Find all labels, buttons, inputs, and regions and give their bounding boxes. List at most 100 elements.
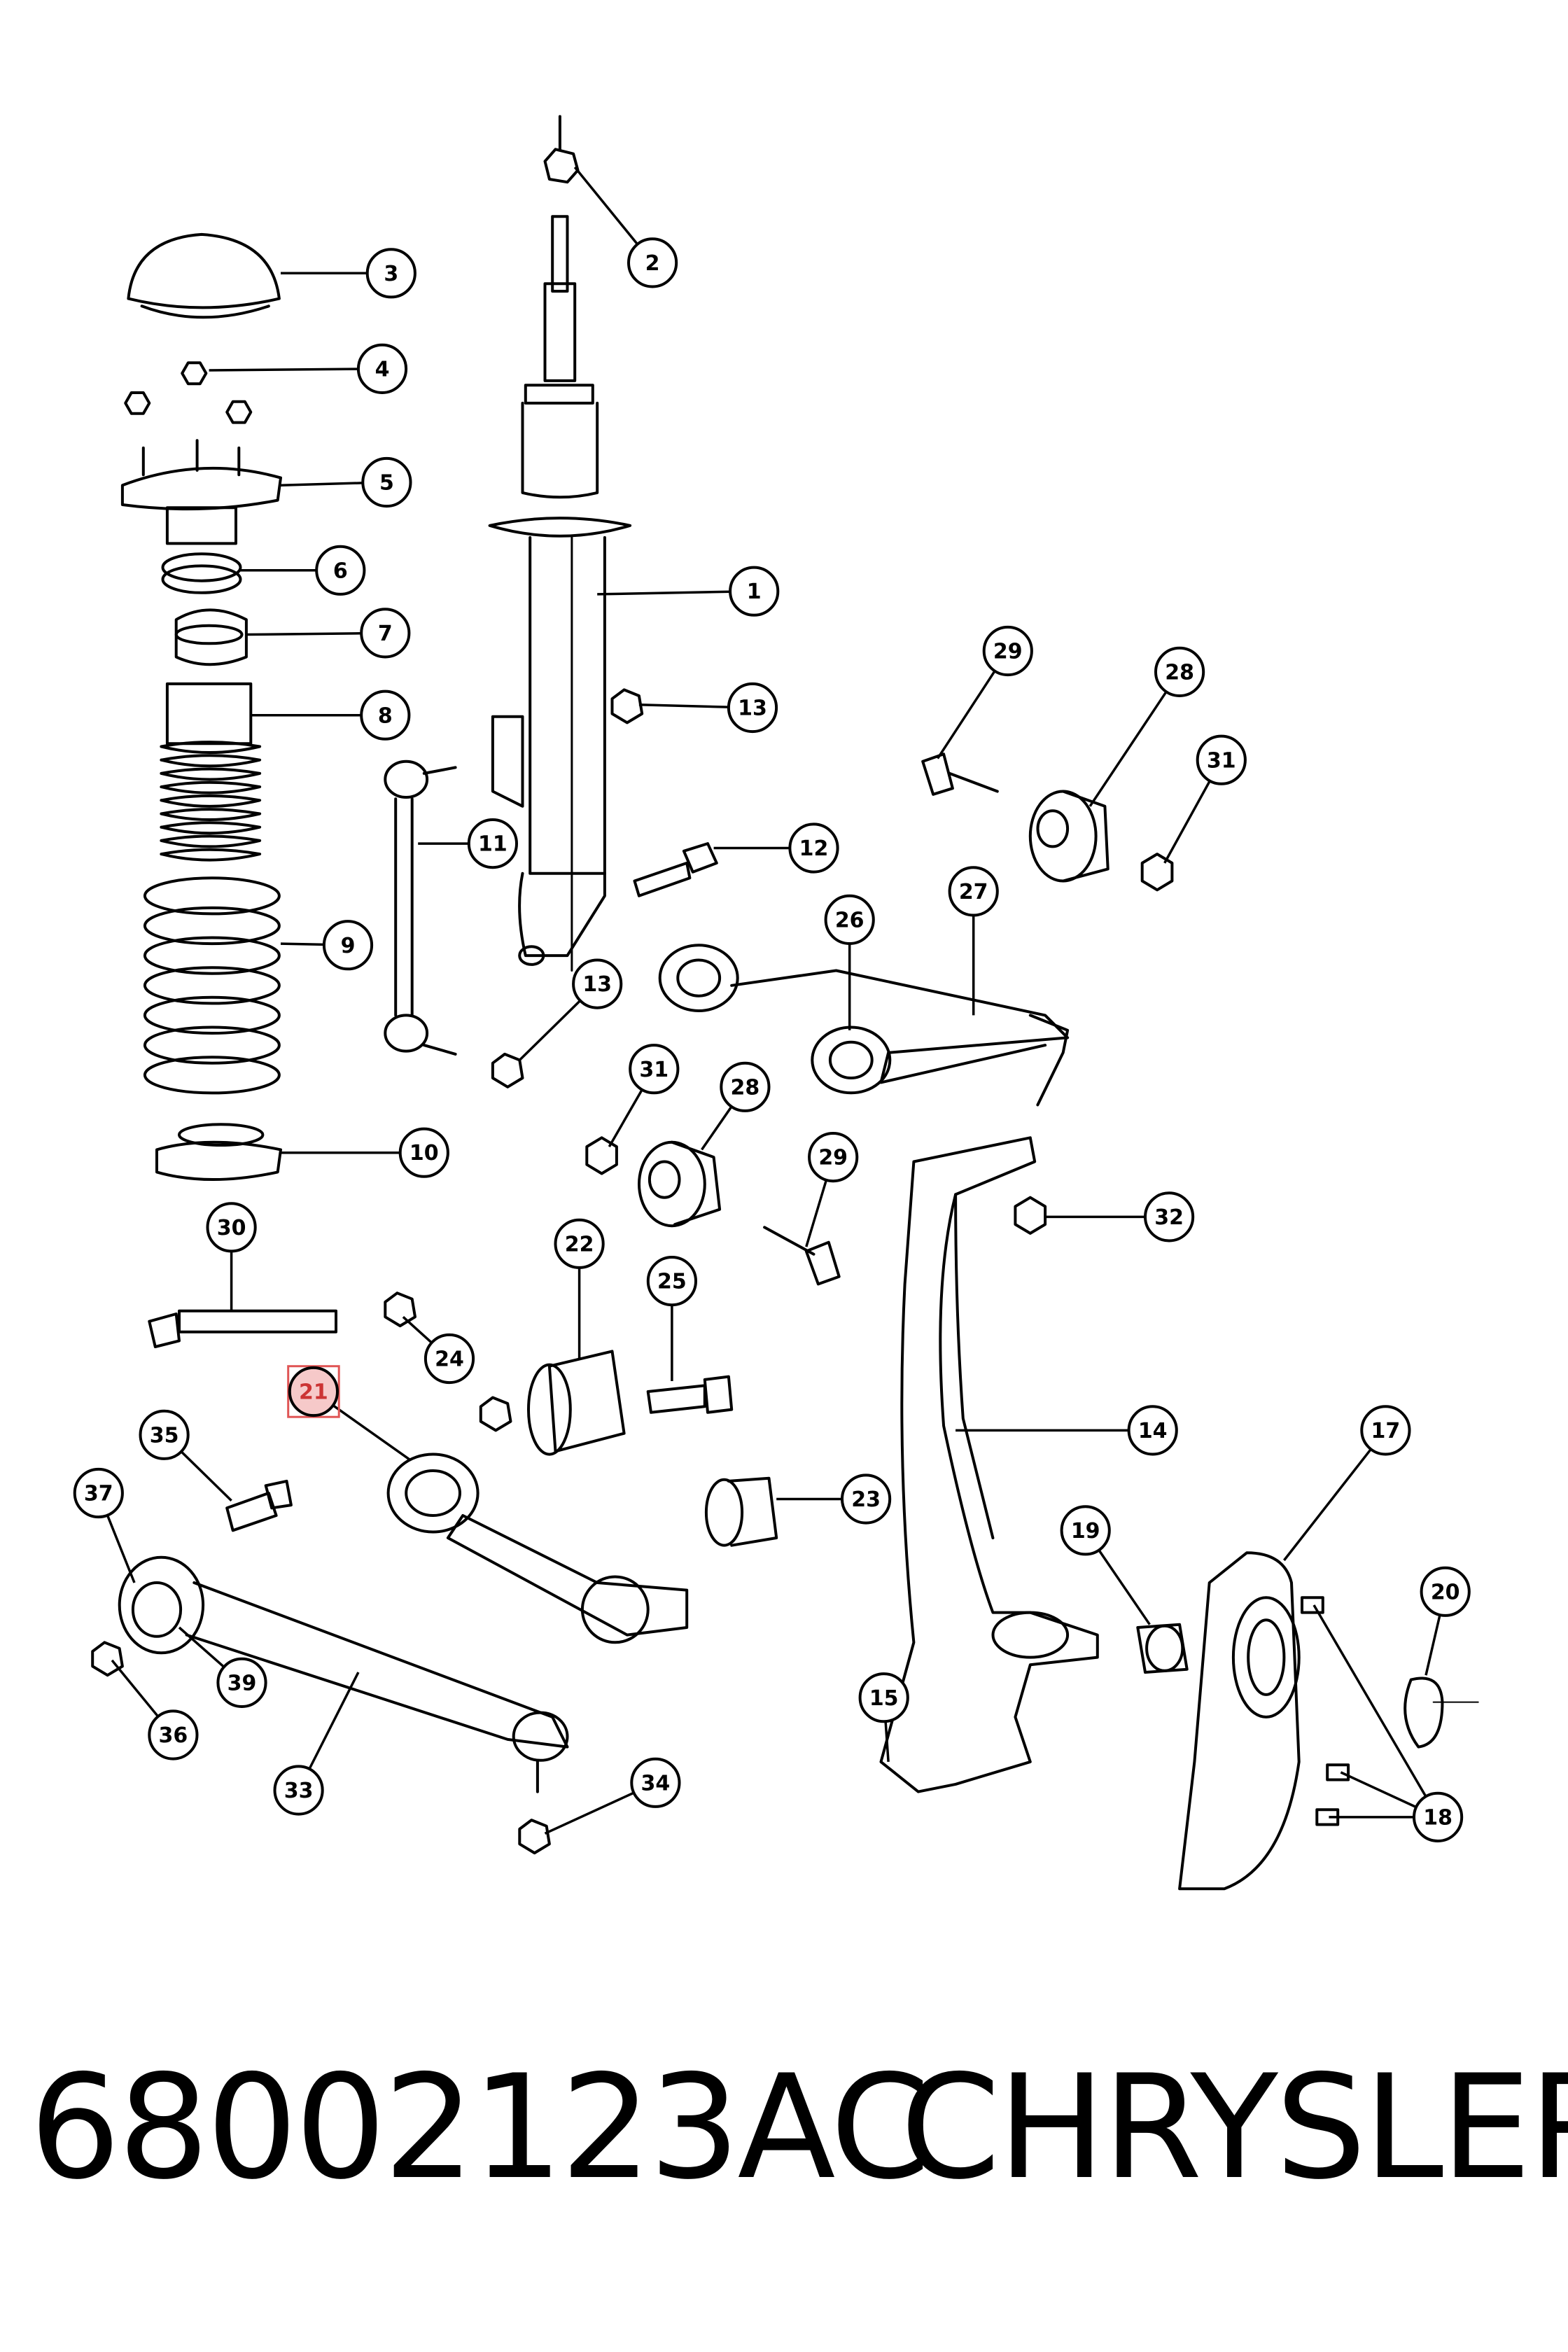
callout-circle xyxy=(788,822,839,874)
callout-circle xyxy=(841,1474,892,1525)
leader-c31b xyxy=(608,1088,643,1147)
leader-c39 xyxy=(178,1626,225,1668)
callout-35: 35 xyxy=(139,1409,190,1460)
callout-label: 34 xyxy=(641,1771,671,1795)
callout-24: 24 xyxy=(424,1333,475,1385)
leader-c7 xyxy=(246,632,362,636)
nut-13b xyxy=(491,1052,524,1088)
callout-33: 33 xyxy=(273,1765,324,1816)
callout-label: 26 xyxy=(835,909,864,933)
callout-label: 13 xyxy=(738,696,767,721)
callout-31: 31 xyxy=(1196,734,1247,785)
callout-label: 7 xyxy=(378,622,393,646)
leader-c13a xyxy=(638,704,729,708)
callout-circle xyxy=(727,682,778,734)
leader-c28a xyxy=(1088,691,1168,807)
callout-circle xyxy=(729,566,780,617)
callout-circle xyxy=(322,920,374,971)
callout-8: 8 xyxy=(360,690,411,741)
nut-32 xyxy=(1014,1196,1047,1235)
leader-c29a xyxy=(937,670,996,760)
callout-circle xyxy=(1060,1505,1111,1556)
nut-31b xyxy=(585,1136,618,1175)
callout-34: 34 xyxy=(630,1757,681,1808)
callout-label: 31 xyxy=(639,1058,668,1082)
bolt-25 xyxy=(646,1375,734,1414)
callout-31: 31 xyxy=(629,1044,680,1095)
callout-label: 17 xyxy=(1371,1419,1401,1443)
callout-label: 19 xyxy=(1071,1519,1100,1544)
callout-circle xyxy=(1196,734,1247,785)
callout-circle xyxy=(73,1467,124,1519)
spring-seat xyxy=(174,608,248,666)
callout-circle xyxy=(808,1132,859,1183)
hub-nut xyxy=(1136,1623,1189,1674)
stabilizer-link xyxy=(384,760,457,1056)
leader-c24 xyxy=(402,1316,433,1344)
leader-c17 xyxy=(1283,1448,1372,1562)
callout-26: 26 xyxy=(824,894,875,946)
bolt-29b xyxy=(763,1226,841,1286)
callout-circle xyxy=(1413,1791,1464,1842)
callout-label: 24 xyxy=(435,1348,464,1372)
callout-label: 15 xyxy=(869,1686,899,1711)
callout-12: 12 xyxy=(788,822,839,874)
callout-circle xyxy=(288,1366,339,1418)
bolt-29a xyxy=(921,752,999,796)
callout-label: 37 xyxy=(84,1482,113,1506)
lower-isolator xyxy=(155,1123,282,1182)
bolt-30 xyxy=(148,1309,337,1348)
coil-spring xyxy=(143,876,281,1095)
callout-label: 25 xyxy=(657,1270,687,1294)
callout-label: 28 xyxy=(1165,660,1194,685)
callout-circle xyxy=(629,1044,680,1095)
leader-c1 xyxy=(597,590,731,596)
callout-28: 28 xyxy=(1154,646,1205,698)
callout-3: 3 xyxy=(365,248,416,299)
callout-30: 30 xyxy=(206,1202,257,1253)
callout-label: 12 xyxy=(799,836,829,861)
leader-c5 xyxy=(280,482,363,486)
leader-c31a xyxy=(1163,780,1211,864)
leader-c36 xyxy=(111,1659,160,1718)
highlight-box xyxy=(287,1365,340,1418)
footer: 68002123AC CHRYSLER xyxy=(0,2016,1568,2226)
callout-5: 5 xyxy=(361,456,412,508)
leader-c35 xyxy=(180,1450,232,1502)
leader-c4 xyxy=(209,368,358,372)
callout-circle xyxy=(824,894,875,946)
callout-29: 29 xyxy=(808,1132,859,1183)
bushing-28b xyxy=(638,1140,722,1228)
callout-label: 20 xyxy=(1431,1580,1460,1604)
callout-36: 36 xyxy=(148,1709,199,1760)
nut-34 xyxy=(518,1819,551,1855)
leader-c20 xyxy=(1424,1614,1441,1676)
callout-14: 14 xyxy=(1127,1405,1178,1456)
callout-label: 13 xyxy=(582,972,612,997)
callout-label: 32 xyxy=(1154,1205,1184,1230)
callout-circle xyxy=(467,818,519,869)
callout-9: 9 xyxy=(322,920,374,971)
parts-drawing xyxy=(91,115,1479,1891)
callout-circle xyxy=(315,545,366,596)
callout-circle xyxy=(1127,1405,1178,1456)
callout-label: 21 xyxy=(299,1380,328,1405)
callout-13: 13 xyxy=(727,682,778,734)
leader-c28b xyxy=(701,1105,733,1151)
callout-13: 13 xyxy=(572,958,623,1009)
leader-c21 xyxy=(332,1404,412,1462)
callout-15: 15 xyxy=(858,1672,909,1723)
callout-10: 10 xyxy=(398,1127,449,1178)
callout-18: 18 xyxy=(1413,1791,1464,1842)
callout-label: 14 xyxy=(1138,1419,1168,1443)
leader-c19 xyxy=(1098,1549,1151,1625)
leader-c18-2 xyxy=(1312,1604,1427,1798)
callout-7: 7 xyxy=(360,608,411,659)
leader-c29b xyxy=(805,1180,828,1247)
callout-circle xyxy=(982,625,1033,677)
leader-c18 xyxy=(1340,1771,1417,1809)
callout-label: 39 xyxy=(227,1672,257,1696)
callout-28: 28 xyxy=(720,1061,771,1112)
leader-c37 xyxy=(106,1515,136,1583)
